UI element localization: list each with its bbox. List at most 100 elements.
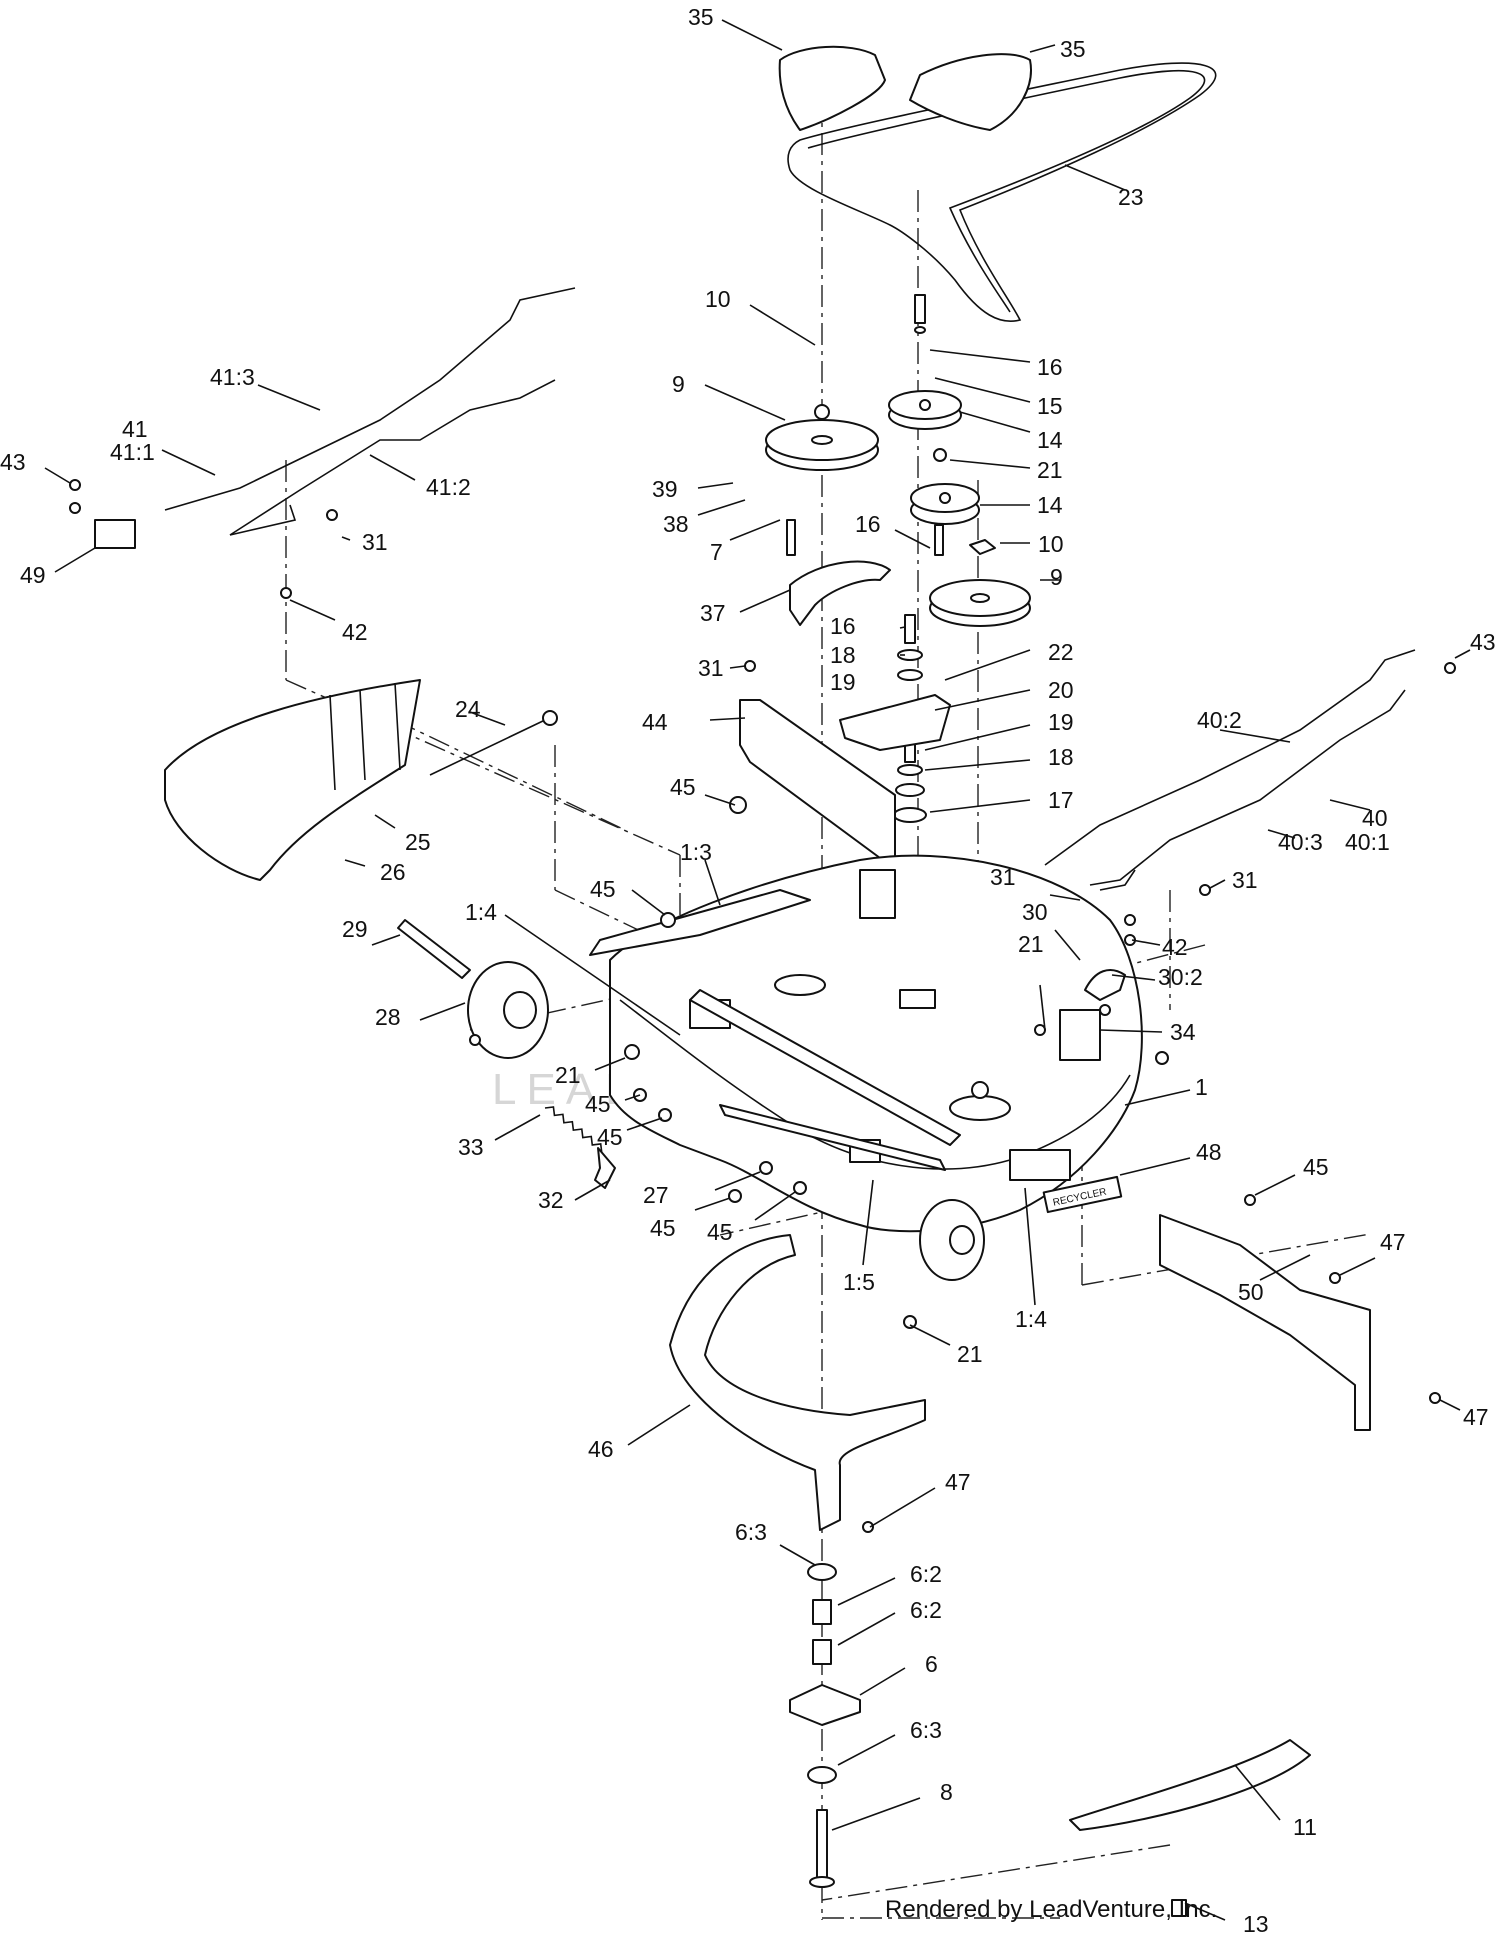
callout-c15: 10 bbox=[1038, 531, 1064, 557]
bolt-and-washer-stack bbox=[893, 294, 947, 823]
callout-c71: 21 bbox=[957, 1341, 983, 1367]
callout-c36: 42 bbox=[342, 619, 368, 645]
callout-c26: 18 bbox=[1048, 744, 1074, 770]
spindle-assembly bbox=[789, 1563, 861, 1888]
callout-c67: 45 bbox=[1303, 1154, 1329, 1180]
callout-c81: 8 bbox=[940, 1779, 953, 1805]
callout-c47: 33 bbox=[458, 1134, 484, 1160]
axle-pin-29 bbox=[397, 919, 471, 979]
belt-cover-right bbox=[909, 53, 1032, 131]
callout-c82: 11 bbox=[1293, 1814, 1317, 1840]
callout-c43: 29 bbox=[342, 916, 368, 942]
callout-c44: 28 bbox=[375, 1004, 401, 1030]
callout-c65: 1 bbox=[1195, 1074, 1208, 1100]
callout-c1: 35 bbox=[688, 4, 714, 30]
callout-c14: 7 bbox=[710, 539, 723, 565]
callout-c54: 40:2 bbox=[1197, 707, 1242, 733]
callout-c33: 43 bbox=[0, 449, 26, 475]
blade-shield-46 bbox=[669, 1234, 926, 1531]
callout-c61: 21 bbox=[1018, 931, 1044, 957]
callout-c38: 25 bbox=[405, 829, 431, 855]
callout-c25: 44 bbox=[642, 709, 668, 735]
callout-c22: 31 bbox=[698, 655, 724, 681]
spring-33 bbox=[544, 1106, 603, 1153]
callout-c56: 40:1 bbox=[1345, 829, 1390, 855]
callout-c51: 45 bbox=[650, 1215, 676, 1241]
belt-cover-left bbox=[778, 45, 886, 131]
rod-24 bbox=[429, 710, 558, 776]
callout-c12: 38 bbox=[663, 511, 689, 537]
callout-labels: 35 35 23 10 16 9 15 14 21 14 39 38 16 7 … bbox=[0, 4, 1496, 1937]
callout-c52: 45 bbox=[707, 1219, 733, 1245]
callout-c58: 31 bbox=[1232, 867, 1258, 893]
callout-c29: 41:3 bbox=[210, 364, 255, 390]
callout-c31: 41:1 bbox=[110, 439, 155, 465]
callout-c5: 16 bbox=[1037, 354, 1063, 380]
callout-c28: 45 bbox=[670, 774, 696, 800]
callout-c55: 40 bbox=[1362, 805, 1388, 831]
leader-lines bbox=[44, 19, 1471, 1921]
callout-c62: 42 bbox=[1162, 934, 1188, 960]
callout-c78: 6:2 bbox=[910, 1597, 942, 1623]
callout-c74: 46 bbox=[588, 1436, 614, 1462]
callout-c17: 37 bbox=[700, 600, 726, 626]
callout-c27: 17 bbox=[1048, 787, 1074, 813]
callout-c80: 6:3 bbox=[910, 1717, 942, 1743]
callout-c42: 1:4 bbox=[465, 899, 497, 925]
callout-c59: 31 bbox=[990, 864, 1016, 890]
callout-c57: 40:3 bbox=[1278, 829, 1323, 855]
callout-c64: 34 bbox=[1170, 1019, 1196, 1045]
callout-c21: 22 bbox=[1048, 639, 1074, 665]
callout-c66: 48 bbox=[1196, 1139, 1222, 1165]
callout-c68: 47 bbox=[1380, 1229, 1406, 1255]
callout-c11: 39 bbox=[652, 476, 678, 502]
callout-c16: 9 bbox=[1050, 564, 1063, 590]
callout-c46: 45 bbox=[585, 1091, 611, 1117]
callout-c10: 14 bbox=[1037, 492, 1063, 518]
callout-c73: 47 bbox=[1463, 1404, 1489, 1430]
blade-bolt-13 bbox=[1171, 1899, 1187, 1917]
callout-c8: 14 bbox=[1037, 427, 1063, 453]
callout-c7: 15 bbox=[1037, 393, 1063, 419]
callout-c6: 9 bbox=[672, 371, 685, 397]
callout-c45: 21 bbox=[555, 1062, 581, 1088]
callout-c35: 49 bbox=[20, 562, 46, 588]
latch-32 bbox=[594, 1147, 616, 1189]
bracket-37 bbox=[786, 519, 891, 626]
callout-c60: 30 bbox=[1022, 899, 1048, 925]
idler-pulley-9-left bbox=[765, 404, 879, 471]
lift-rod-40 bbox=[1044, 649, 1416, 891]
pulley-14-lower bbox=[910, 483, 980, 525]
callout-c79: 6 bbox=[925, 1651, 938, 1677]
callout-c30: 41 bbox=[122, 416, 148, 442]
callout-c83: 13 bbox=[1243, 1911, 1269, 1937]
callout-c2: 35 bbox=[1060, 36, 1086, 62]
wheel-28 bbox=[467, 961, 549, 1059]
discharge-chute bbox=[164, 679, 421, 881]
idler-arm bbox=[839, 694, 951, 751]
callout-c23: 20 bbox=[1048, 677, 1074, 703]
callout-c48: 45 bbox=[597, 1124, 623, 1150]
callout-c76: 6:3 bbox=[735, 1519, 767, 1545]
callout-c49: 32 bbox=[538, 1187, 564, 1213]
callout-c20: 19 bbox=[830, 669, 856, 695]
callout-c41: 45 bbox=[590, 876, 616, 902]
idler-pulley-9-right bbox=[929, 539, 1031, 627]
footer-credit: Rendered by LeadVenture, Inc. bbox=[885, 1896, 1218, 1923]
callout-c77: 6:2 bbox=[910, 1561, 942, 1587]
callout-c69: 1:5 bbox=[843, 1269, 875, 1295]
callout-c63: 30:2 bbox=[1158, 964, 1203, 990]
callout-c70: 1:4 bbox=[1015, 1306, 1047, 1332]
callout-c50: 27 bbox=[643, 1182, 669, 1208]
bracket-30 bbox=[1084, 969, 1126, 1001]
callout-c34: 31 bbox=[362, 529, 388, 555]
callout-c32: 41:2 bbox=[426, 474, 471, 500]
deck-rods bbox=[589, 889, 961, 1171]
callout-c72: 50 bbox=[1238, 1279, 1264, 1305]
hardware-dots bbox=[69, 479, 1456, 1533]
baffle-50 bbox=[1159, 1214, 1371, 1431]
callout-c75: 47 bbox=[945, 1469, 971, 1495]
wheel-rear bbox=[919, 1199, 985, 1281]
callout-c39: 26 bbox=[380, 859, 406, 885]
